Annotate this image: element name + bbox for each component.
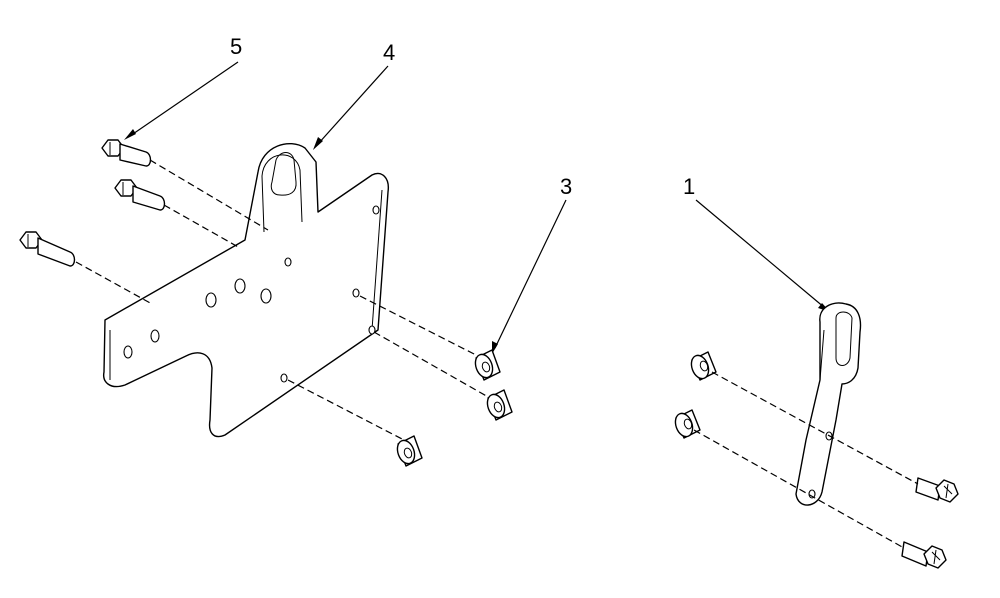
spacer-3 xyxy=(396,435,423,467)
spacer-right-lower xyxy=(674,409,701,439)
bolt-middle xyxy=(114,179,166,211)
callout-3: 3 xyxy=(560,174,572,199)
bracket-plate xyxy=(103,143,389,438)
bolt-lower xyxy=(19,231,76,267)
alignment-lines-left xyxy=(75,159,491,441)
spacer-1 xyxy=(474,349,501,381)
bolt-right-lower xyxy=(901,541,947,569)
leader-lines xyxy=(124,61,830,354)
bolt-right-upper xyxy=(915,477,959,503)
callout-5: 5 xyxy=(230,34,242,59)
callout-1: 1 xyxy=(683,174,695,199)
callout-4: 4 xyxy=(383,40,395,65)
bolt-upper xyxy=(101,139,152,167)
alignment-lines-right xyxy=(693,371,919,549)
spacer-2 xyxy=(486,389,513,421)
spacer-right-upper xyxy=(690,351,717,381)
link-bracket xyxy=(795,302,862,506)
